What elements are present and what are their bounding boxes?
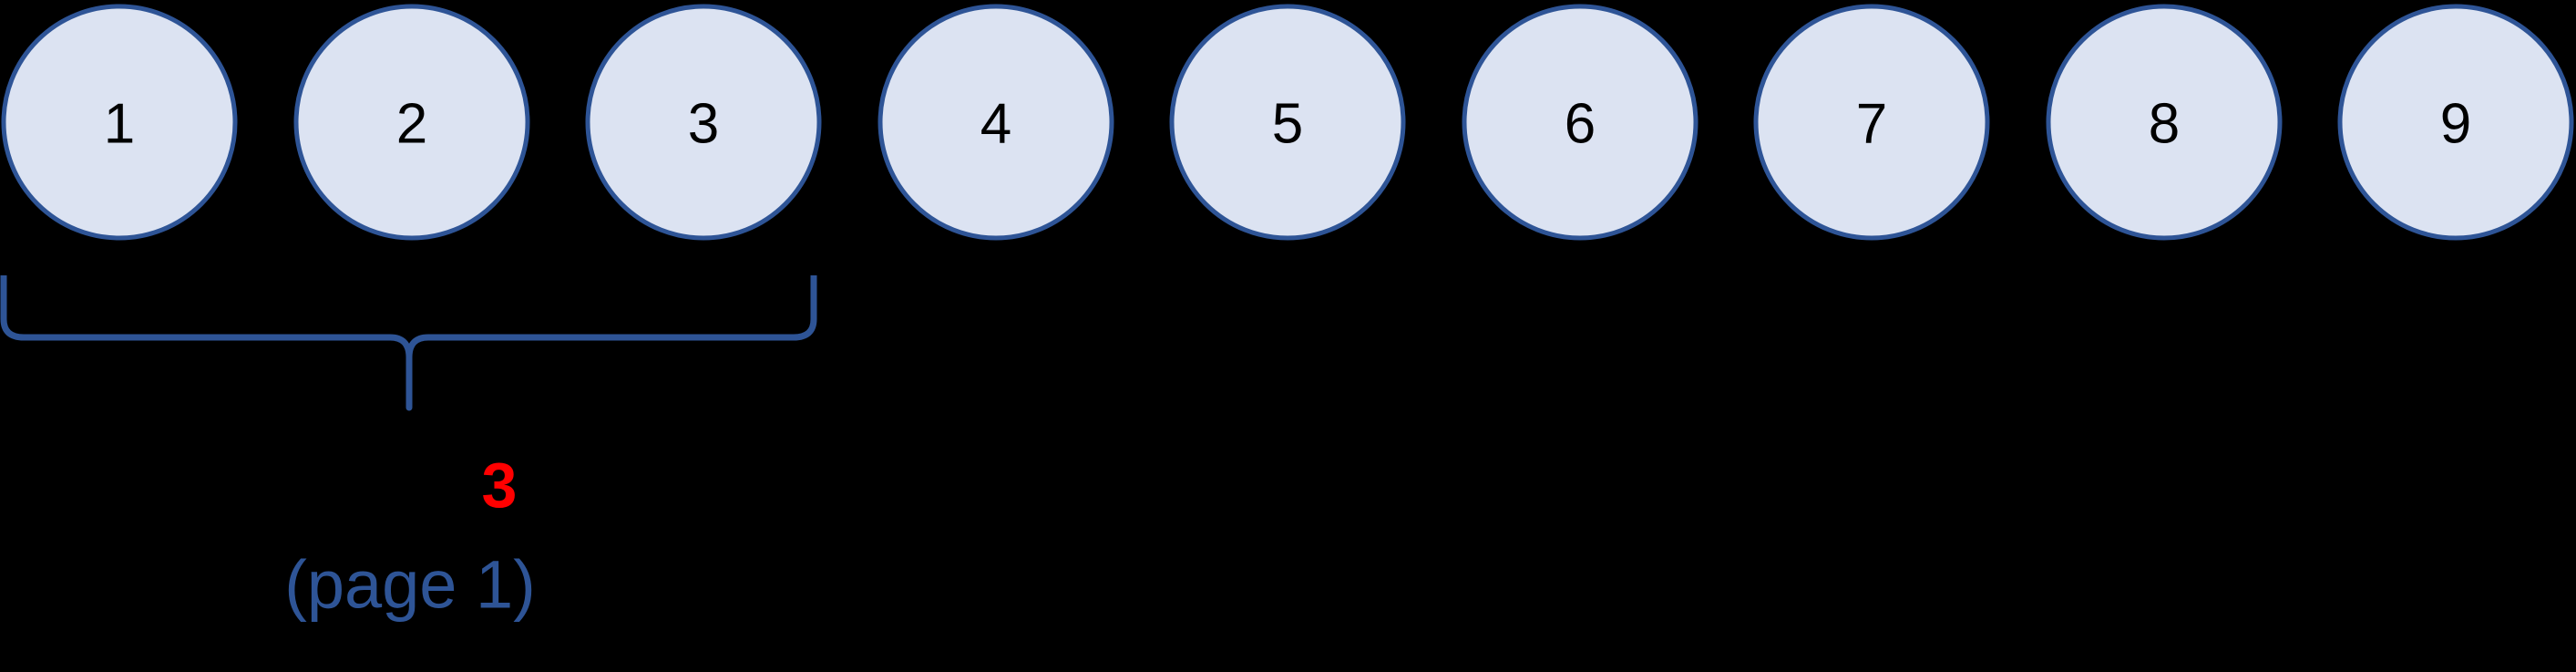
item-node-label: 7 — [1856, 93, 1887, 156]
item-node-circle[interactable] — [2337, 4, 2574, 241]
page-caption: (page 1) — [284, 547, 536, 623]
item-node-7[interactable]: 7 — [1753, 4, 1990, 241]
item-node-circle[interactable] — [1169, 4, 1406, 241]
item-node-label: 8 — [2149, 93, 2180, 156]
item-node-label: 9 — [2440, 93, 2471, 156]
item-node-label: 5 — [1272, 93, 1303, 156]
item-node-2[interactable]: 2 — [293, 4, 530, 241]
item-node-8[interactable]: 8 — [2046, 4, 2283, 241]
item-node-circle[interactable] — [1462, 4, 1699, 241]
item-node-1[interactable]: 1 — [1, 4, 238, 241]
item-node-4[interactable]: 4 — [877, 4, 1114, 241]
item-node-6[interactable]: 6 — [1462, 4, 1699, 241]
item-node-label: 3 — [688, 93, 719, 156]
item-node-9[interactable]: 9 — [2337, 4, 2574, 241]
item-node-label: 2 — [396, 93, 427, 156]
item-node-label: 6 — [1565, 93, 1596, 156]
item-node-circle[interactable] — [1, 4, 238, 241]
item-node-circle[interactable] — [1753, 4, 1990, 241]
item-node-5[interactable]: 5 — [1169, 4, 1406, 241]
item-node-3[interactable]: 3 — [585, 4, 822, 241]
item-node-group: 1 2 3 4 5 6 — [1, 4, 2574, 241]
item-node-label: 1 — [104, 93, 135, 156]
item-node-circle[interactable] — [293, 4, 530, 241]
item-node-circle[interactable] — [585, 4, 822, 241]
page-size-count: 3 — [482, 450, 518, 521]
page-brace — [0, 275, 817, 411]
item-node-circle[interactable] — [2046, 4, 2283, 241]
item-node-circle[interactable] — [877, 4, 1114, 241]
item-node-label: 4 — [980, 93, 1011, 156]
